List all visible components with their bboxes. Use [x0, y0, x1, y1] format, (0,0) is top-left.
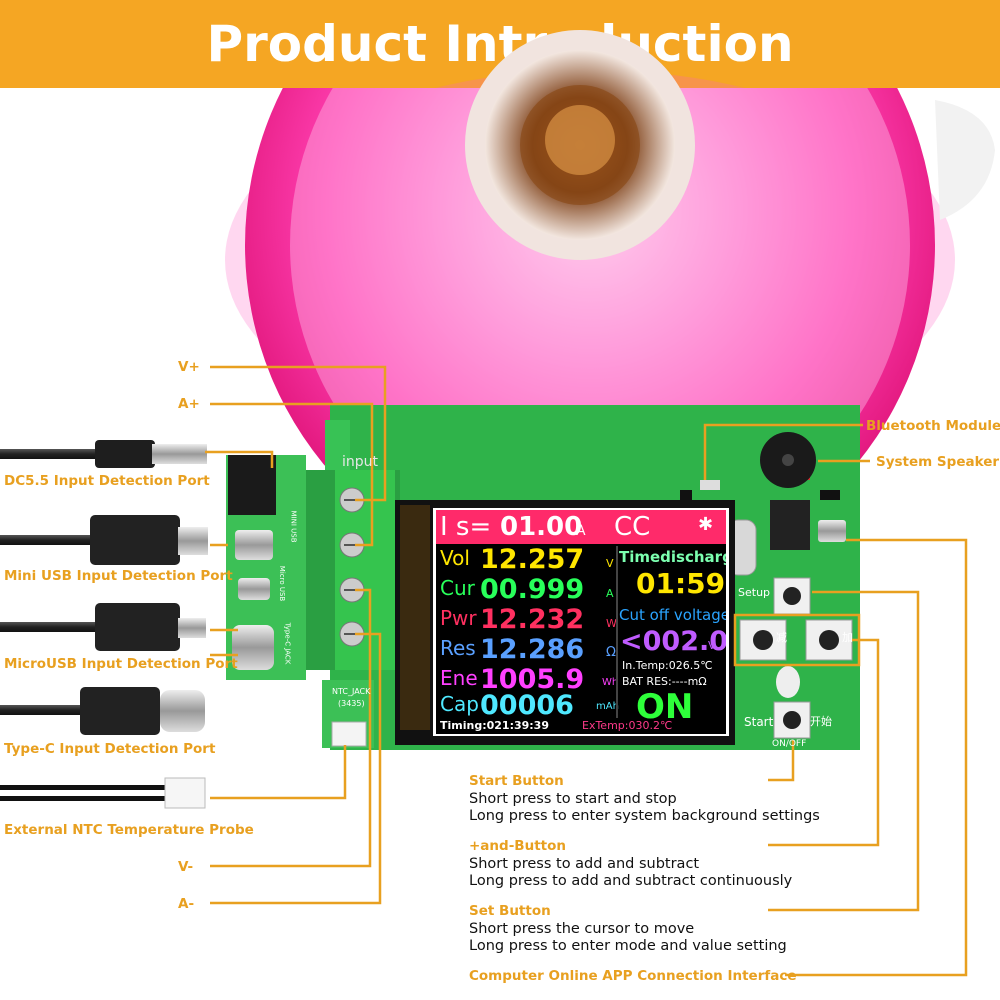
leader-lines — [205, 365, 968, 977]
mini-usb-cable — [0, 515, 208, 565]
minus-silk-label: 减 — [776, 631, 787, 644]
ntc-probe-cable — [0, 777, 206, 809]
lcd-setpoint-bar — [436, 510, 726, 544]
bluetooth-icon: ✱ — [698, 514, 714, 535]
lcd-vol-unit: V — [606, 557, 614, 570]
plus-minus-button-desc-2: Long press to add and subtract continuou… — [469, 873, 793, 889]
lcd-timing: Timing:021:39:39 — [440, 719, 549, 732]
label-ntc-probe: External NTC Temperature Probe — [4, 822, 254, 838]
ntc-jack-label: NTC_JACK — [332, 687, 371, 696]
set-button-desc-1: Short press the cursor to move — [469, 921, 695, 937]
lcd-right-divider — [616, 546, 618, 718]
pcb-typec-text: Type-C JACK — [283, 622, 292, 665]
lcd-state: ON — [636, 687, 694, 727]
lcd-bat-res: BAT RES:----mΩ — [622, 675, 707, 688]
lcd-ene-label: Ene — [440, 666, 478, 690]
lcd-pwr-value: 12.232 — [480, 604, 585, 635]
label-mini-usb-port: Mini USB Input Detection Port — [4, 568, 233, 584]
start-button-desc-1: Short press to start and stop — [469, 791, 677, 807]
input-port-board — [226, 455, 306, 680]
label-system-speaker: System Speaker — [876, 454, 1000, 470]
lcd-cap-unit: mAh — [596, 701, 619, 712]
lcd-cutoff-label: Cut off voltage — [619, 606, 726, 624]
lcd-screen: I s= 01.00 A CC ✱ Vol 12.257 V Cur 00.99… — [436, 510, 726, 734]
lcd-mode: CC — [614, 512, 651, 542]
setup-silk-label: Setup — [738, 586, 771, 599]
lcd-cap-label: Cap — [440, 692, 479, 716]
label-dc55-port: DC5.5 Input Detection Port — [4, 473, 210, 489]
lcd-is-label: I s= — [440, 512, 492, 542]
start-cn-silk-label: 开始 — [810, 715, 832, 728]
lcd-ene-value: 1005.9 — [480, 664, 585, 695]
lcd-res-label: Res — [440, 636, 476, 660]
lcd-cur-label: Cur — [440, 576, 475, 600]
pcb-input-text: input — [342, 454, 379, 470]
pcb-micro-usb-text: Micro USB — [278, 565, 287, 602]
computer-app-interface-title: Computer Online APP Connection Interface — [469, 968, 797, 984]
label-bluetooth-module: Bluetooth Module — [866, 418, 1000, 434]
label-type-c-port: Type-C Input Detection Port — [4, 741, 216, 757]
type-c-cable — [0, 687, 205, 735]
terminal-block — [335, 470, 395, 670]
label-a-plus: A+ — [178, 396, 200, 412]
lcd-timer-value: 01:59 — [636, 567, 726, 600]
lcd-cap-value: 00006 — [480, 690, 574, 721]
plus-minus-button-desc-1: Short press to add and subtract — [469, 856, 700, 872]
plus-minus-button-title: +and-Button — [469, 838, 566, 854]
lcd-cur-unit: A — [606, 587, 614, 600]
lcd-ex-temp: ExTemp:030.2℃ — [582, 719, 673, 732]
label-v-plus: V+ — [178, 359, 200, 375]
start-button-desc-2: Long press to enter system background se… — [469, 808, 820, 824]
label-v-minus: V- — [178, 859, 194, 875]
lcd-is-value: 01.00 — [500, 512, 583, 542]
set-button-desc-2: Long press to enter mode and value setti… — [469, 938, 787, 954]
label-a-minus: A- — [178, 896, 195, 912]
lcd-cur-value: 00.999 — [480, 574, 585, 605]
ntc-model-label: (3435) — [338, 699, 365, 708]
start-button-title: Start Button — [469, 773, 564, 789]
lcd-res-unit: Ω — [606, 645, 616, 660]
lcd-is-unit: A — [576, 523, 586, 539]
set-button-title: Set Button — [469, 903, 551, 919]
lcd-cutoff-unit: V — [708, 639, 716, 652]
micro-usb-cable — [0, 603, 206, 651]
lcd-vol-value: 12.257 — [480, 544, 585, 575]
pcb-mini-usb-text: MINI USB — [289, 510, 298, 543]
cooling-fan — [225, 30, 995, 508]
start-silk-label: Start — [744, 715, 774, 729]
lcd-res-value: 12.286 — [480, 634, 585, 665]
label-micro-usb-port: MicroUSB Input Detection Port — [4, 656, 238, 672]
lcd-vol-label: Vol — [440, 546, 470, 570]
lcd-in-temp: In.Temp:026.5℃ — [622, 659, 713, 672]
plus-silk-label: 加 — [842, 631, 853, 644]
dc55-cable — [0, 440, 207, 468]
lcd-timedischarge-label: Timedischarge — [619, 548, 726, 566]
lcd-ene-unit: Wh — [602, 677, 619, 688]
button-housings — [739, 577, 853, 739]
lcd-pwr-unit: W — [606, 617, 617, 630]
lcd-cutoff-value: <002.0 — [620, 626, 726, 657]
lcd-pwr-label: Pwr — [440, 606, 477, 630]
onoff-silk-label: ON/OFF — [772, 739, 807, 749]
